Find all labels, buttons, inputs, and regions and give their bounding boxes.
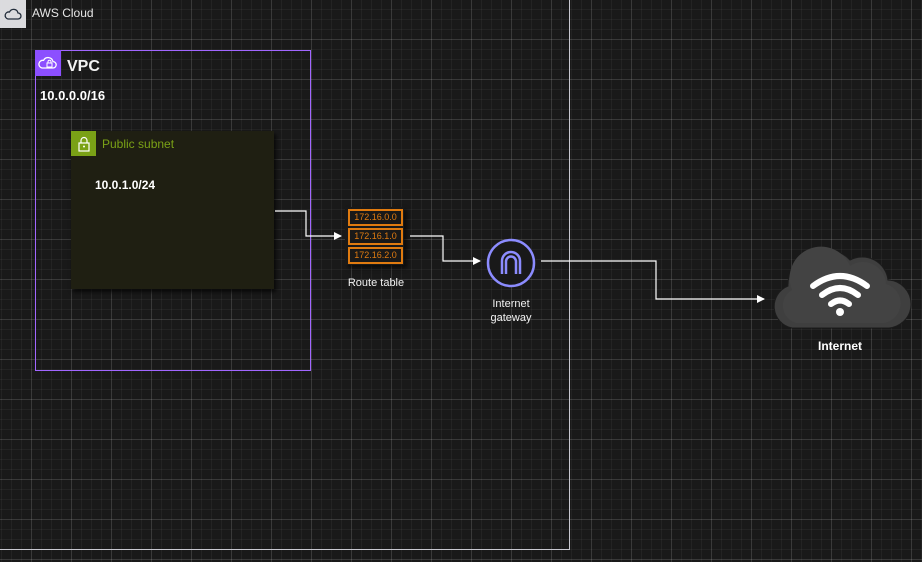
vpc-cloud-lock-icon [35, 50, 61, 76]
vpc-group[interactable] [35, 50, 311, 371]
internet-gateway-label: Internet gateway [470, 297, 552, 325]
internet-node[interactable] [766, 228, 914, 338]
lock-icon [71, 131, 96, 156]
internet-gateway-node[interactable] [484, 236, 538, 290]
public-subnet-cidr: 10.0.1.0/24 [95, 178, 156, 192]
route-entry: 172.16.0.0 [348, 209, 403, 226]
route-entry: 172.16.2.0 [348, 247, 403, 264]
route-table-label: Route table [347, 277, 405, 289]
route-table-node[interactable]: 172.16.0.0 172.16.1.0 172.16.2.0 [345, 207, 404, 265]
internet-gateway-icon [486, 238, 536, 288]
internet-cloud-icon [773, 246, 912, 329]
vpc-label: VPC [67, 58, 100, 75]
cloud-icon [0, 0, 26, 28]
public-subnet-group[interactable] [71, 131, 274, 289]
internet-gateway-label-line2: gateway [490, 312, 532, 324]
vpc-cidr: 10.0.0.0/16 [40, 88, 106, 103]
internet-label: Internet [817, 339, 862, 353]
aws-cloud-group[interactable] [0, 0, 570, 550]
route-entry: 172.16.1.0 [348, 228, 403, 245]
internet-gateway-label-line1: Internet [492, 298, 530, 310]
public-subnet-label: Public subnet [102, 137, 175, 151]
route-table-to-gateway-arrow [410, 235, 481, 265]
subnet-to-route-table-arrow [275, 210, 342, 240]
aws-cloud-label: AWS Cloud [32, 6, 94, 20]
gateway-to-internet-arrow [541, 260, 765, 303]
